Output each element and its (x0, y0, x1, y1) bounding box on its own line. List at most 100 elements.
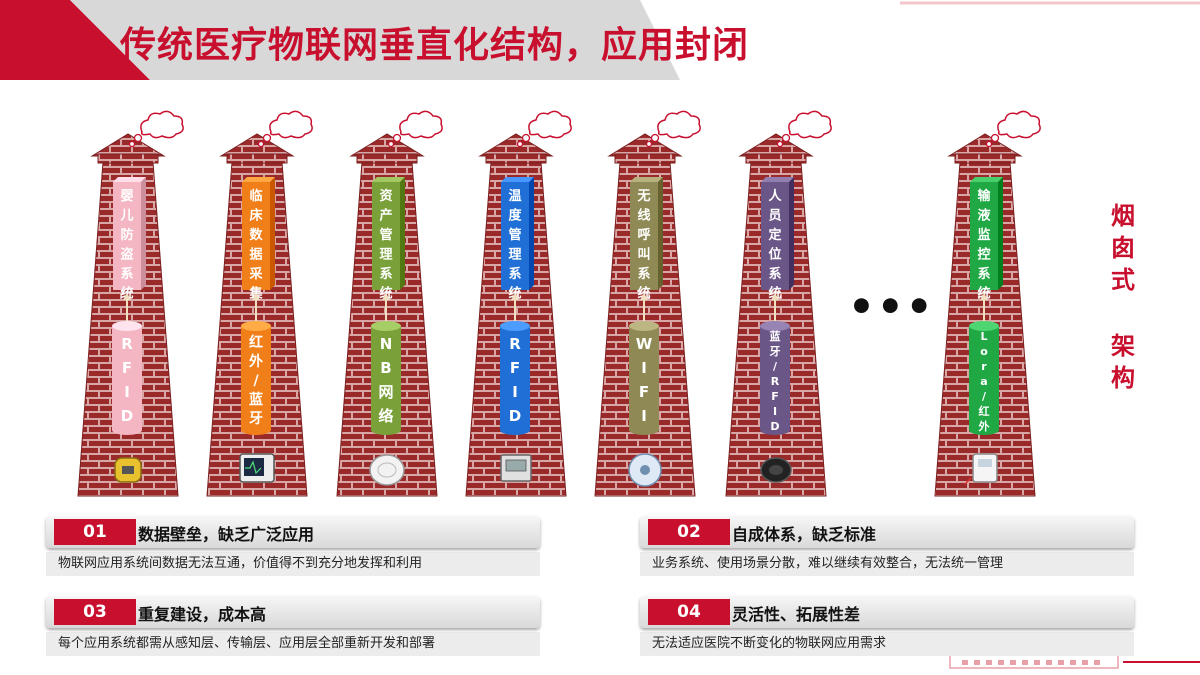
page-title: 传统医疗物联网垂直化结构，应用封闭 (120, 25, 750, 66)
tech-cylinder-bottom (969, 425, 999, 435)
tech-cylinder-bottom (500, 425, 530, 435)
app-block-side (789, 177, 794, 290)
smoke-cloud-icon (997, 110, 1041, 139)
problem-title: 重复建设，成本高 (138, 605, 267, 624)
chimney-cap (745, 153, 807, 164)
control-panel-screen-icon (505, 459, 527, 472)
app-block (630, 182, 658, 290)
tech-cylinder-top (760, 321, 790, 331)
tech-cylinder-top (629, 321, 659, 331)
infusion-tube-icon (964, 477, 972, 485)
smoke-cloud-icon (528, 110, 572, 139)
problem-number: 01 (54, 519, 136, 545)
problem-description: 业务系统、使用场景分散，难以继续有效整合，无法统一管理 (640, 552, 1134, 576)
tech-cylinder-bottom (241, 425, 271, 435)
ellipsis-more: ••• (848, 282, 935, 331)
smoke-puff-icon (387, 140, 395, 148)
problem-header: 04 灵活性、拓展性差 (640, 596, 1134, 628)
tech-cylinder-top (112, 321, 142, 331)
app-block (501, 182, 529, 290)
tech-cylinder (241, 326, 271, 430)
app-block (372, 182, 400, 290)
wifi-disc-center-icon (640, 465, 650, 475)
tech-cylinder-bottom (760, 425, 790, 435)
app-block-top (761, 177, 794, 182)
smoke-puff-icon (990, 133, 1000, 143)
app-block-top (970, 177, 1003, 182)
smoke-puff-icon (257, 140, 265, 148)
arrow-head-icon (640, 293, 648, 300)
chimney-cap (614, 153, 676, 164)
chimney-group: 婴儿防盗系统RFID临床数据采集红外/蓝牙资产管理系统NB网络温度管理系统RFI… (77, 110, 1041, 497)
app-block (113, 182, 141, 290)
problem-title: 自成体系，缺乏标准 (732, 525, 877, 544)
chimney-cap (226, 153, 288, 164)
arrow-head-icon (382, 293, 390, 300)
app-block-side (658, 177, 663, 290)
rfid-tag-screen-icon (122, 466, 134, 474)
chimney-cap (97, 153, 159, 164)
app-block-top (372, 177, 405, 182)
app-block-side (270, 177, 275, 290)
tech-cylinder-top (500, 321, 530, 331)
smoke-puff-icon (776, 140, 784, 148)
tech-cylinder (112, 326, 142, 430)
red-corner-shape (0, 0, 150, 80)
tech-name-label: 红外/蓝牙 (249, 334, 263, 427)
monitor-wave-icon (245, 460, 262, 475)
smoke-puff-icon (645, 140, 653, 148)
footer-decoration (949, 656, 1200, 669)
problem-header: 03 重复建设，成本高 (46, 596, 540, 628)
problem-description: 每个应用系统都需从感知层、传输层、应用层全部重新开发和部署 (46, 632, 540, 656)
app-name-label: 临床数据采集 (248, 188, 263, 302)
problem-header: 01 数据壁垒，缺乏广泛应用 (46, 516, 540, 548)
smoke-puff-icon (985, 140, 993, 148)
smoke-puff-icon (262, 133, 272, 143)
app-block-top (113, 177, 146, 182)
tech-cylinder (371, 326, 401, 430)
app-block (242, 182, 270, 290)
problem-title: 灵活性、拓展性差 (732, 605, 861, 624)
smoke-puff-icon (128, 140, 136, 148)
smoke-cloud-icon (788, 110, 832, 139)
tech-cylinder-top (371, 321, 401, 331)
tech-cylinder (969, 326, 999, 430)
round-sensor-icon (369, 454, 405, 486)
tech-cylinder (500, 326, 530, 430)
side-label-line2: 架构 (1111, 332, 1135, 392)
app-name-label: 婴儿防盗系统 (119, 188, 133, 302)
side-label-line1: 烟囱式 (1111, 202, 1135, 294)
arrow-head-icon (123, 293, 131, 300)
smoke-cloud-icon (399, 110, 443, 139)
app-block-top (242, 177, 275, 182)
problem-description: 物联网应用系统间数据无法互通，价值得不到充分地发挥和利用 (46, 552, 540, 576)
smoke-puff-icon (133, 133, 143, 143)
arrow-head-icon (771, 293, 779, 300)
smoke-puff-icon (521, 133, 531, 143)
app-name-label: 输液监控系统 (977, 188, 991, 302)
tech-cylinder-bottom (629, 425, 659, 435)
smoke-cloud-icon (269, 110, 313, 139)
problem-box-2: 02 自成体系，缺乏标准 业务系统、使用场景分散，难以继续有效整合，无法统一管理 (640, 516, 1134, 576)
tech-cylinder (760, 326, 790, 430)
chimney-1: 婴儿防盗系统RFID (77, 110, 184, 497)
problem-box-3: 03 重复建设，成本高 每个应用系统都需从感知层、传输层、应用层全部重新开发和部… (46, 596, 540, 656)
chimney-cap (485, 153, 547, 164)
app-block-side (998, 177, 1003, 290)
problem-description: 无法适应医院不断变化的物联网应用需求 (640, 632, 1134, 656)
app-block-side (141, 177, 146, 290)
smoke-puff-icon (516, 140, 524, 148)
gray-title-shape (70, 0, 680, 80)
chimney-2: 临床数据采集红外/蓝牙 (206, 110, 313, 497)
problem-header: 02 自成体系，缺乏标准 (640, 516, 1134, 548)
tech-cylinder-bottom (112, 425, 142, 435)
problem-box-4: 04 灵活性、拓展性差 无法适应医院不断变化的物联网应用需求 (640, 596, 1134, 656)
problem-box-1: 01 数据壁垒，缺乏广泛应用 物联网应用系统间数据无法互通，价值得不到充分地发挥… (46, 516, 540, 576)
